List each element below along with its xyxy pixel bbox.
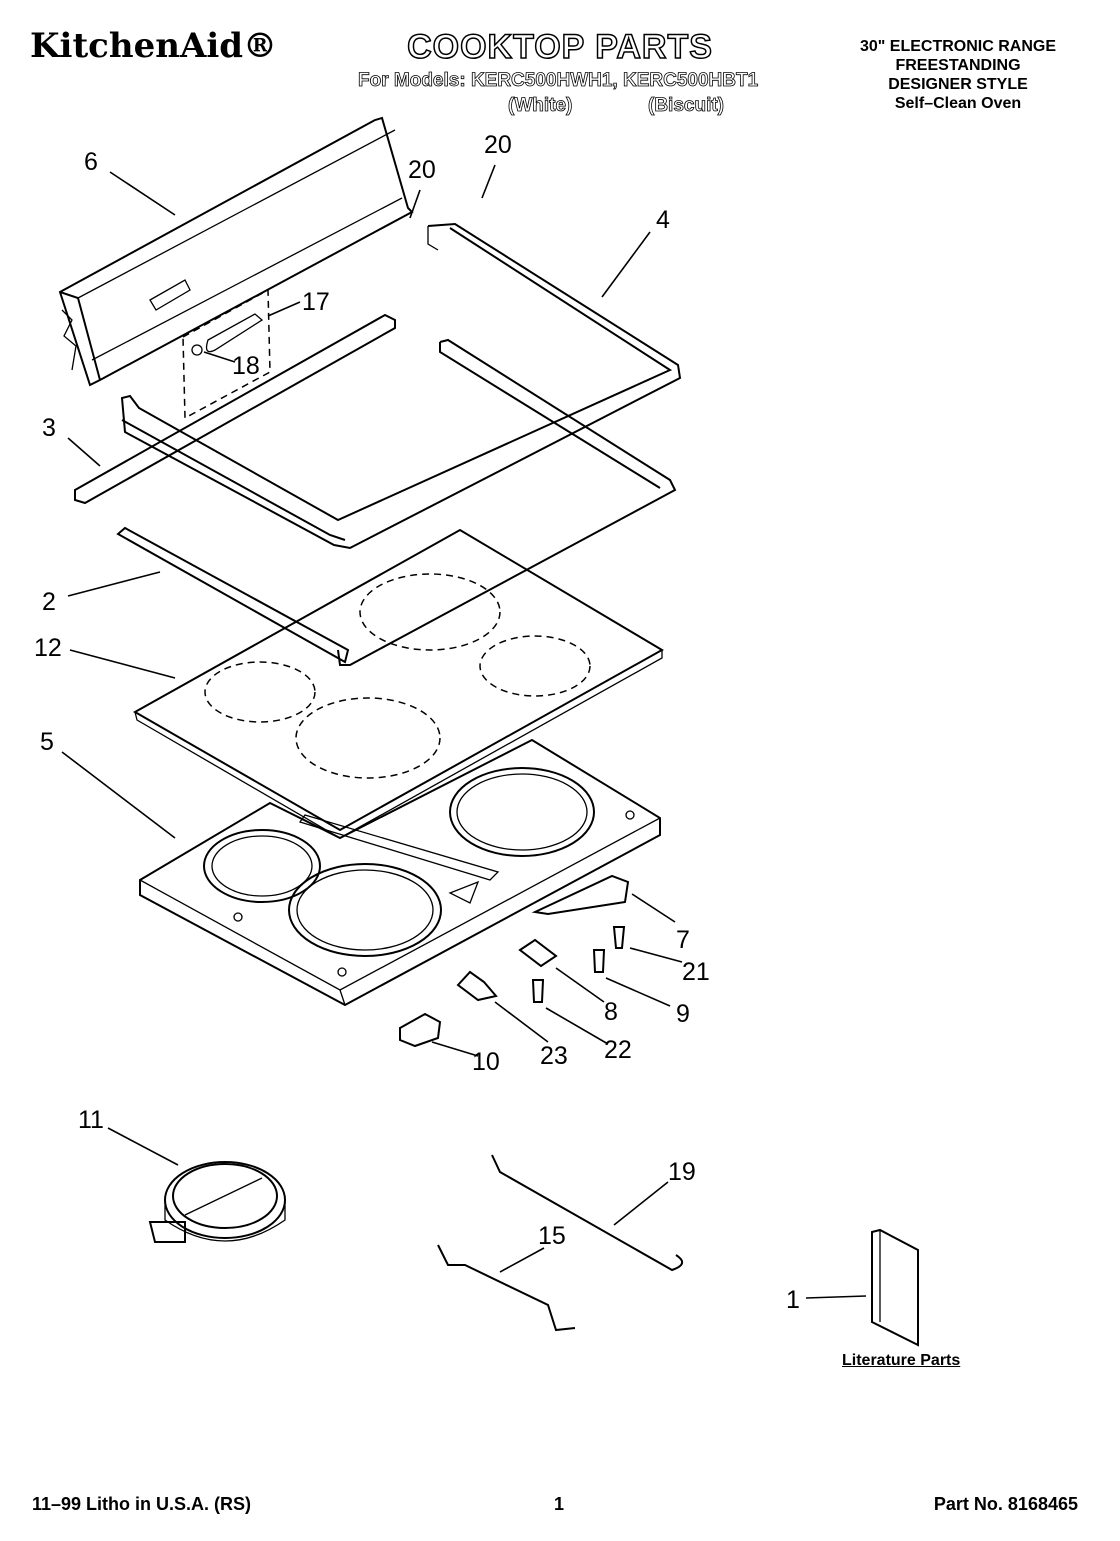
callout-9: 9 bbox=[676, 1000, 690, 1028]
leader-lines bbox=[61, 164, 867, 1299]
callout-5: 5 bbox=[40, 728, 54, 756]
callout-23: 23 bbox=[540, 1042, 568, 1070]
callout-1: 1 bbox=[786, 1286, 800, 1314]
callout-21: 21 bbox=[682, 958, 710, 986]
part-23-bracket bbox=[456, 970, 498, 1002]
callout-20-b: 20 bbox=[484, 131, 512, 159]
footer-litho: 11–99 Litho in U.S.A. (RS) bbox=[32, 1494, 252, 1514]
footer-page-number: 1 bbox=[554, 1494, 565, 1514]
part-9-screw bbox=[592, 949, 606, 973]
part-3-trim-strip bbox=[74, 313, 396, 505]
literature-parts-label: Literature Parts bbox=[842, 1352, 961, 1369]
variant-biscuit: (Biscuit) bbox=[648, 95, 725, 117]
part-4-cooktop-frame bbox=[120, 222, 682, 666]
callouts: 6 20 20 4 17 18 3 2 12 5 7 21 8 9 22 23 … bbox=[34, 131, 800, 1314]
part-2-gasket bbox=[116, 526, 350, 664]
part-7-bracket bbox=[531, 874, 630, 916]
part-6-backguard bbox=[58, 116, 414, 387]
callout-6: 6 bbox=[84, 148, 98, 176]
callout-7: 7 bbox=[676, 926, 690, 954]
footer-part-number: Part No. 8168465 bbox=[933, 1494, 1078, 1514]
spec-line-2: FREESTANDING bbox=[895, 57, 1021, 74]
part-15-rod bbox=[437, 1244, 576, 1332]
part-21-screw bbox=[612, 926, 626, 949]
part-5-burner-box bbox=[139, 738, 661, 1007]
callout-8: 8 bbox=[604, 998, 618, 1026]
callout-18: 18 bbox=[232, 352, 260, 380]
part-17-18-switch-area bbox=[182, 288, 271, 420]
part-1-literature bbox=[871, 1228, 919, 1347]
variant-white: (White) bbox=[508, 95, 573, 117]
callout-20-a: 20 bbox=[408, 156, 436, 184]
brand-logo: KitchenAid® bbox=[30, 26, 278, 66]
callout-12: 12 bbox=[34, 634, 62, 662]
callout-10: 10 bbox=[472, 1048, 500, 1076]
part-22-screw bbox=[531, 979, 545, 1003]
callout-15: 15 bbox=[538, 1222, 566, 1250]
callout-17: 17 bbox=[302, 288, 330, 316]
callout-11: 11 bbox=[78, 1106, 104, 1134]
callout-22: 22 bbox=[604, 1036, 632, 1064]
part-11-radiant-element bbox=[148, 1161, 286, 1243]
page-title: COOKTOP PARTS bbox=[406, 27, 713, 67]
callout-4: 4 bbox=[656, 206, 670, 234]
spec-line-1: 30" ELECTRONIC RANGE bbox=[859, 38, 1057, 55]
part-8-clip bbox=[518, 938, 558, 968]
spec-line-3: DESIGNER STYLE bbox=[888, 76, 1028, 93]
part-10-terminal-block bbox=[399, 1012, 442, 1048]
spec-line-4: Self–Clean Oven bbox=[894, 95, 1022, 112]
callout-2: 2 bbox=[42, 588, 56, 616]
models-line: For Models: KERC500HWH1, KERC500HBT1 bbox=[358, 70, 759, 92]
part-19-rod bbox=[491, 1154, 683, 1272]
callout-19: 19 bbox=[668, 1158, 696, 1186]
callout-3: 3 bbox=[42, 414, 56, 442]
